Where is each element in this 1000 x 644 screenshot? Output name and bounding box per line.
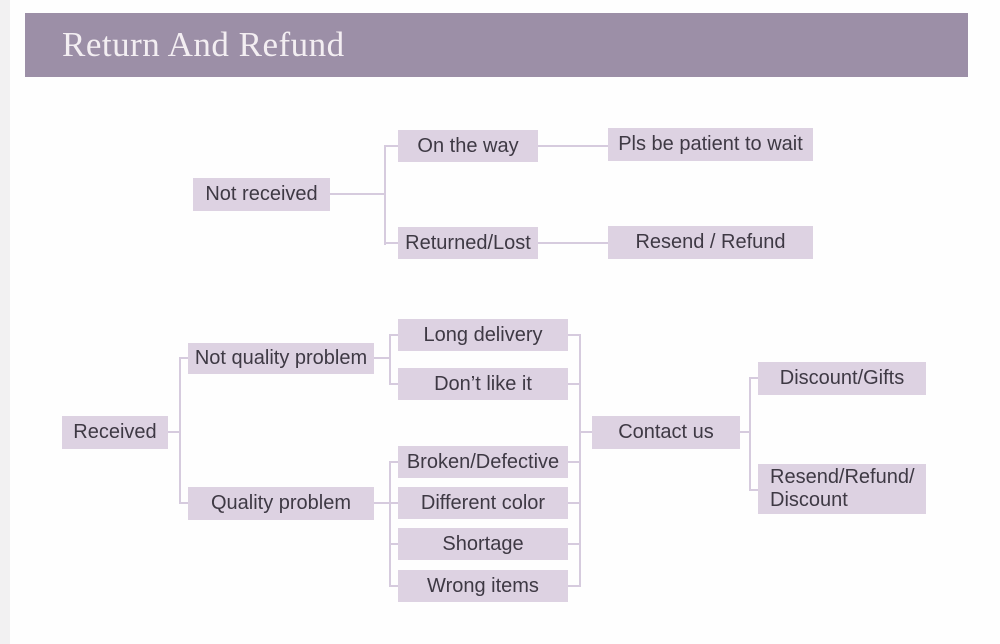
- connector-to-quality-problem: [181, 502, 188, 504]
- connector-to-long-delivery: [391, 334, 398, 336]
- connector-received-out: [168, 431, 180, 433]
- connector-wrong-items-out: [568, 585, 580, 587]
- connector-collector-bracket: [579, 334, 581, 587]
- node-contact-us: Contact us: [592, 416, 740, 449]
- node-discount-gifts: Discount/Gifts: [758, 362, 926, 395]
- node-long-delivery: Long delivery: [398, 319, 568, 351]
- connector-dont-like-it-out: [568, 383, 580, 385]
- connector-to-wrong-items: [391, 585, 398, 587]
- connector-to-discount-gifts: [751, 377, 758, 379]
- connector-quality-bracket: [389, 461, 391, 587]
- node-on-the-way: On the way: [398, 130, 538, 162]
- connector-different-color-out: [568, 502, 580, 504]
- connector-to-broken-defective: [391, 461, 398, 463]
- connector-to-different-color: [391, 502, 398, 504]
- node-different-color: Different color: [398, 487, 568, 519]
- connector-to-dont-like-it: [391, 383, 398, 385]
- connector-to-on-the-way: [386, 145, 398, 147]
- connector-to-resend-refund-discount: [751, 489, 758, 491]
- connector-on-the-way-to-pls-wait: [538, 145, 608, 147]
- connector-contact-us-bracket: [749, 377, 751, 491]
- connector-to-contact-us: [581, 431, 592, 433]
- connector-broken-defective-out: [568, 461, 580, 463]
- node-resend-refund: Resend / Refund: [608, 226, 813, 259]
- node-resend-refund-discount: Resend/Refund/ Discount: [758, 464, 926, 514]
- node-returned-lost: Returned/Lost: [398, 227, 538, 259]
- node-not-received: Not received: [193, 178, 330, 211]
- page-title-bar: Return And Refund: [25, 13, 968, 77]
- connector-returned-lost-to-resend-refund: [538, 242, 608, 244]
- connector-received-bracket: [179, 357, 181, 504]
- node-broken-defective: Broken/Defective: [398, 446, 568, 478]
- node-wrong-items: Wrong items: [398, 570, 568, 602]
- connector-shortage-out: [568, 543, 580, 545]
- node-pls-be-patient-to-wait: Pls be patient to wait: [608, 128, 813, 161]
- page-title: Return And Refund: [62, 25, 345, 64]
- connector-quality-out: [374, 502, 390, 504]
- connector-to-shortage: [391, 543, 398, 545]
- connector-not-received-bracket: [384, 145, 386, 245]
- connector-long-delivery-out: [568, 334, 580, 336]
- connector-not-received-out: [330, 193, 386, 195]
- node-shortage: Shortage: [398, 528, 568, 560]
- page-left-margin: [0, 0, 10, 644]
- connector-to-returned-lost: [386, 242, 398, 244]
- node-not-quality-problem: Not quality problem: [188, 343, 374, 374]
- connector-not-quality-out: [374, 357, 390, 359]
- node-dont-like-it: Don’t like it: [398, 368, 568, 400]
- connector-contact-us-out: [740, 431, 750, 433]
- node-received: Received: [62, 416, 168, 449]
- connector-to-not-quality-problem: [181, 357, 188, 359]
- node-quality-problem: Quality problem: [188, 487, 374, 520]
- connector-not-quality-bracket: [389, 334, 391, 385]
